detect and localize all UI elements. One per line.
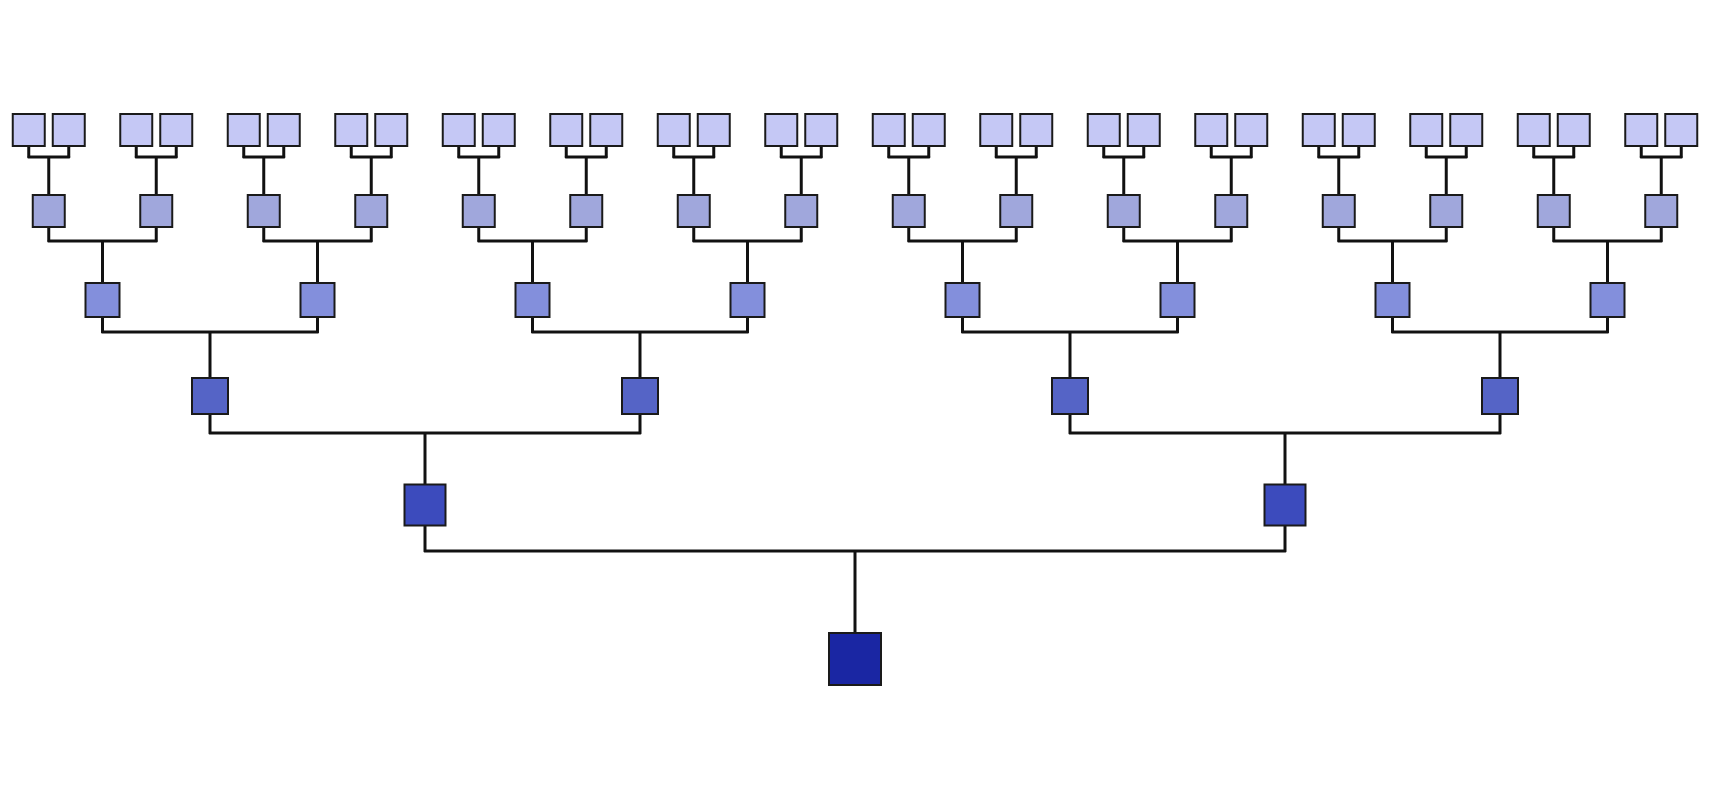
tree-node-gen-5 bbox=[481, 113, 516, 147]
tree-node-gen-5 bbox=[441, 113, 476, 147]
tree-node-gen-3 bbox=[729, 282, 766, 318]
tree-node-gen-5 bbox=[1516, 113, 1551, 147]
tree-node-gen-5 bbox=[804, 113, 839, 147]
tree-node-gen-3 bbox=[1159, 282, 1196, 318]
tree-node-gen-5 bbox=[871, 113, 906, 147]
tree-node-gen-4 bbox=[31, 194, 66, 228]
tree-node-gen-3 bbox=[1589, 282, 1626, 318]
tree-node-gen-4 bbox=[1644, 194, 1679, 228]
tree-nodes bbox=[11, 113, 1699, 686]
tree-node-gen-5 bbox=[334, 113, 369, 147]
tree-node-gen-5 bbox=[1086, 113, 1121, 147]
tree-node-gen-4 bbox=[139, 194, 174, 228]
tree-node-gen-5 bbox=[979, 113, 1014, 147]
tree-node-gen-3 bbox=[944, 282, 981, 318]
tree-node-gen-4 bbox=[1214, 194, 1249, 228]
tree-node-gen-4 bbox=[784, 194, 819, 228]
tree-node-gen-5 bbox=[1449, 113, 1484, 147]
tree-node-gen-5 bbox=[549, 113, 584, 147]
tree-node-gen-5 bbox=[696, 113, 731, 147]
tree-node-gen-4 bbox=[569, 194, 604, 228]
tree-node-gen-5 bbox=[266, 113, 301, 147]
tree-node-gen-4 bbox=[1429, 194, 1464, 228]
tree-node-gen-3 bbox=[299, 282, 336, 318]
tree-connectors bbox=[27, 144, 1683, 635]
tree-node-gen-4 bbox=[246, 194, 281, 228]
tree-node-gen-4 bbox=[1106, 194, 1141, 228]
tree-node-gen-4 bbox=[891, 194, 926, 228]
tree-node-gen-4 bbox=[461, 194, 496, 228]
tree-node-gen-1 bbox=[403, 483, 447, 527]
tree-node-gen-5 bbox=[1624, 113, 1659, 147]
tree-node-gen-5 bbox=[1341, 113, 1376, 147]
tree-node-gen-5 bbox=[51, 113, 86, 147]
root-node bbox=[828, 632, 882, 686]
tree-node-gen-5 bbox=[1234, 113, 1269, 147]
tree-node-gen-5 bbox=[764, 113, 799, 147]
tree-node-gen-3 bbox=[514, 282, 551, 318]
tree-node-gen-5 bbox=[1409, 113, 1444, 147]
tree-node-gen-4 bbox=[1321, 194, 1356, 228]
tree-node-gen-2 bbox=[1481, 377, 1519, 415]
tree-node-gen-2 bbox=[1051, 377, 1089, 415]
tree-node-gen-3 bbox=[84, 282, 121, 318]
tree-node-gen-4 bbox=[999, 194, 1034, 228]
tree-node-gen-5 bbox=[1556, 113, 1591, 147]
tree-node-gen-4 bbox=[1536, 194, 1571, 228]
tree-node-gen-3 bbox=[1374, 282, 1411, 318]
tree-node-gen-5 bbox=[119, 113, 154, 147]
tree-node-gen-5 bbox=[374, 113, 409, 147]
tree-node-gen-5 bbox=[1126, 113, 1161, 147]
tree-node-gen-4 bbox=[676, 194, 711, 228]
tree-node-gen-5 bbox=[1194, 113, 1229, 147]
tree-node-gen-2 bbox=[621, 377, 659, 415]
tree-node-gen-5 bbox=[656, 113, 691, 147]
tree-node-gen-5 bbox=[1664, 113, 1699, 147]
tree-node-gen-4 bbox=[354, 194, 389, 228]
tree-node-gen-5 bbox=[1301, 113, 1336, 147]
tree-node-gen-5 bbox=[159, 113, 194, 147]
tree-node-gen-5 bbox=[11, 113, 46, 147]
tree-node-gen-2 bbox=[191, 377, 229, 415]
tree-node-gen-5 bbox=[1019, 113, 1054, 147]
tree-node-gen-5 bbox=[911, 113, 946, 147]
tree-node-gen-1 bbox=[1263, 483, 1307, 527]
tree-node-gen-5 bbox=[589, 113, 624, 147]
tree-node-gen-5 bbox=[226, 113, 261, 147]
